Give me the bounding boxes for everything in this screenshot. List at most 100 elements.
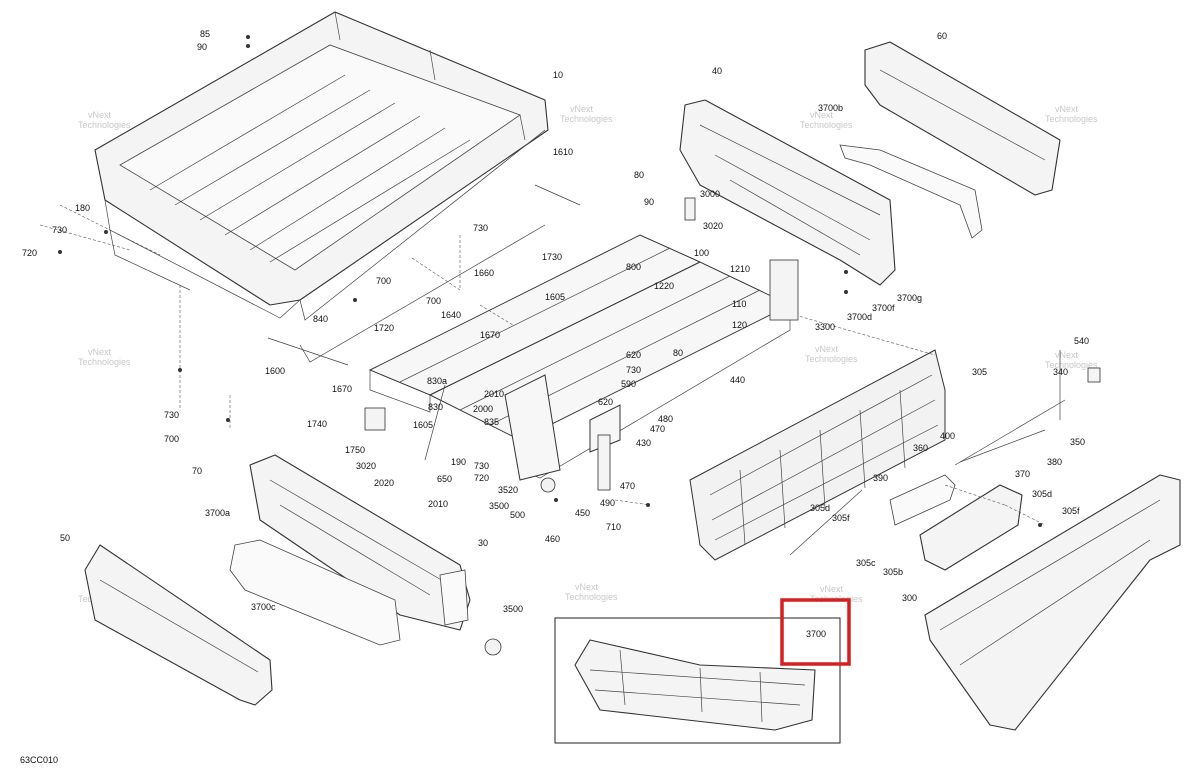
- callout-1610[interactable]: 1610: [553, 147, 573, 157]
- callout-3500[interactable]: 3500: [503, 604, 523, 614]
- fender-40-part[interactable]: [679, 99, 896, 286]
- callout-1670[interactable]: 1670: [332, 384, 352, 394]
- callout-390[interactable]: 390: [873, 473, 888, 483]
- callout-190[interactable]: 190: [451, 457, 466, 467]
- panel-50-part[interactable]: [84, 544, 273, 706]
- callout-450[interactable]: 450: [575, 508, 590, 518]
- callout-370[interactable]: 370: [1015, 469, 1030, 479]
- trim-3700b-part[interactable]: [839, 144, 983, 239]
- callout-470[interactable]: 470: [620, 481, 635, 491]
- callout-2020[interactable]: 2020: [374, 478, 394, 488]
- callout-110[interactable]: 110: [732, 299, 746, 309]
- callout-3500[interactable]: 3500: [489, 501, 509, 511]
- callout-800[interactable]: 800: [626, 262, 641, 272]
- callout-730[interactable]: 730: [164, 410, 179, 420]
- callout-730[interactable]: 730: [52, 225, 67, 235]
- callout-70[interactable]: 70: [192, 466, 202, 476]
- callout-180[interactable]: 180: [75, 203, 90, 213]
- callout-3300[interactable]: 3300: [815, 322, 835, 332]
- callout-700[interactable]: 700: [164, 434, 179, 444]
- callout-1740[interactable]: 1740: [307, 419, 327, 429]
- latch-305b-part[interactable]: [889, 474, 1023, 571]
- callout-305b[interactable]: 305b: [883, 567, 903, 577]
- callout-3000[interactable]: 3000: [700, 189, 720, 199]
- callout-460[interactable]: 460: [545, 534, 560, 544]
- tailgate-skin-300-part[interactable]: [924, 474, 1181, 731]
- callout-2010[interactable]: 2010: [484, 389, 504, 399]
- callout-730[interactable]: 730: [626, 365, 641, 375]
- frame-800-part[interactable]: [368, 234, 792, 481]
- callout-10[interactable]: 10: [553, 70, 563, 80]
- callout-590[interactable]: 590: [621, 379, 636, 389]
- callout-80[interactable]: 80: [634, 170, 644, 180]
- callout-3700g[interactable]: 3700g: [897, 293, 922, 303]
- panel-60-part[interactable]: [864, 41, 1061, 196]
- callout-90[interactable]: 90: [644, 197, 654, 207]
- callout-305f[interactable]: 305f: [832, 513, 850, 523]
- callout-305d[interactable]: 305d: [810, 503, 830, 513]
- callout-1730[interactable]: 1730: [542, 252, 562, 262]
- callout-380[interactable]: 380: [1047, 457, 1062, 467]
- cargo-box-part[interactable]: [94, 11, 549, 321]
- callout-480[interactable]: 480: [658, 414, 673, 424]
- callout-720[interactable]: 720: [474, 473, 489, 483]
- callout-3020[interactable]: 3020: [356, 461, 376, 471]
- callout-710[interactable]: 710: [606, 522, 621, 532]
- callout-720[interactable]: 720: [22, 248, 37, 258]
- callout-1210[interactable]: 1210: [730, 264, 750, 274]
- callout-1670[interactable]: 1670: [480, 330, 500, 340]
- callout-3020[interactable]: 3020: [703, 221, 723, 231]
- callout-430[interactable]: 430: [636, 438, 651, 448]
- tailgate-grille-305-part[interactable]: [689, 349, 946, 561]
- callout-1605[interactable]: 1605: [545, 292, 565, 302]
- callout-300[interactable]: 300: [902, 593, 917, 603]
- fender-30-part[interactable]: [249, 454, 471, 631]
- trim-3700c-part[interactable]: [229, 539, 401, 646]
- callout-3700d[interactable]: 3700d: [847, 312, 872, 322]
- callout-490[interactable]: 490: [600, 498, 615, 508]
- callout-1600[interactable]: 1600: [265, 366, 285, 376]
- callout-120[interactable]: 120: [732, 320, 747, 330]
- callout-90[interactable]: 90: [197, 42, 207, 52]
- callout-620[interactable]: 620: [598, 397, 613, 407]
- callout-1720[interactable]: 1720: [374, 323, 394, 333]
- callout-830[interactable]: 830: [428, 402, 443, 412]
- callout-500[interactable]: 500: [510, 510, 525, 520]
- callout-305d[interactable]: 305d: [1032, 489, 1052, 499]
- callout-1750[interactable]: 1750: [345, 445, 365, 455]
- callout-3700a[interactable]: 3700a: [205, 508, 230, 518]
- callout-50[interactable]: 50: [60, 533, 70, 543]
- callout-830a[interactable]: 830a: [427, 376, 447, 386]
- callout-540[interactable]: 540: [1074, 336, 1089, 346]
- callout-3700b[interactable]: 3700b: [818, 103, 843, 113]
- callout-100[interactable]: 100: [694, 248, 709, 258]
- callout-305c[interactable]: 305c: [856, 558, 876, 568]
- callout-40[interactable]: 40: [712, 66, 722, 76]
- callout-80[interactable]: 80: [673, 348, 683, 358]
- callout-400[interactable]: 400: [940, 431, 955, 441]
- callout-1220[interactable]: 1220: [654, 281, 674, 291]
- callout-700[interactable]: 700: [376, 276, 391, 286]
- callout-85[interactable]: 85: [200, 29, 210, 39]
- callout-1660[interactable]: 1660: [474, 268, 494, 278]
- callout-1640[interactable]: 1640: [441, 310, 461, 320]
- callout-3520[interactable]: 3520: [498, 485, 518, 495]
- callout-700[interactable]: 700: [426, 296, 441, 306]
- callout-1605[interactable]: 1605: [413, 420, 433, 430]
- callout-30[interactable]: 30: [478, 538, 488, 548]
- callout-305f[interactable]: 305f: [1062, 506, 1080, 516]
- callout-620[interactable]: 620: [626, 350, 641, 360]
- callout-2000[interactable]: 2000: [473, 404, 493, 414]
- callout-840[interactable]: 840: [313, 314, 328, 324]
- callout-60[interactable]: 60: [937, 31, 947, 41]
- callout-650[interactable]: 650: [437, 474, 452, 484]
- callout-730[interactable]: 730: [473, 223, 488, 233]
- callout-2010[interactable]: 2010: [428, 499, 448, 509]
- callout-3700[interactable]: 3700: [806, 629, 826, 639]
- callout-470[interactable]: 470: [650, 424, 665, 434]
- callout-3700c[interactable]: 3700c: [251, 602, 276, 612]
- callout-350[interactable]: 350: [1070, 437, 1085, 447]
- callout-340[interactable]: 340: [1053, 367, 1068, 377]
- inset-3700-box[interactable]: [554, 617, 841, 744]
- callout-835[interactable]: 835: [484, 417, 499, 427]
